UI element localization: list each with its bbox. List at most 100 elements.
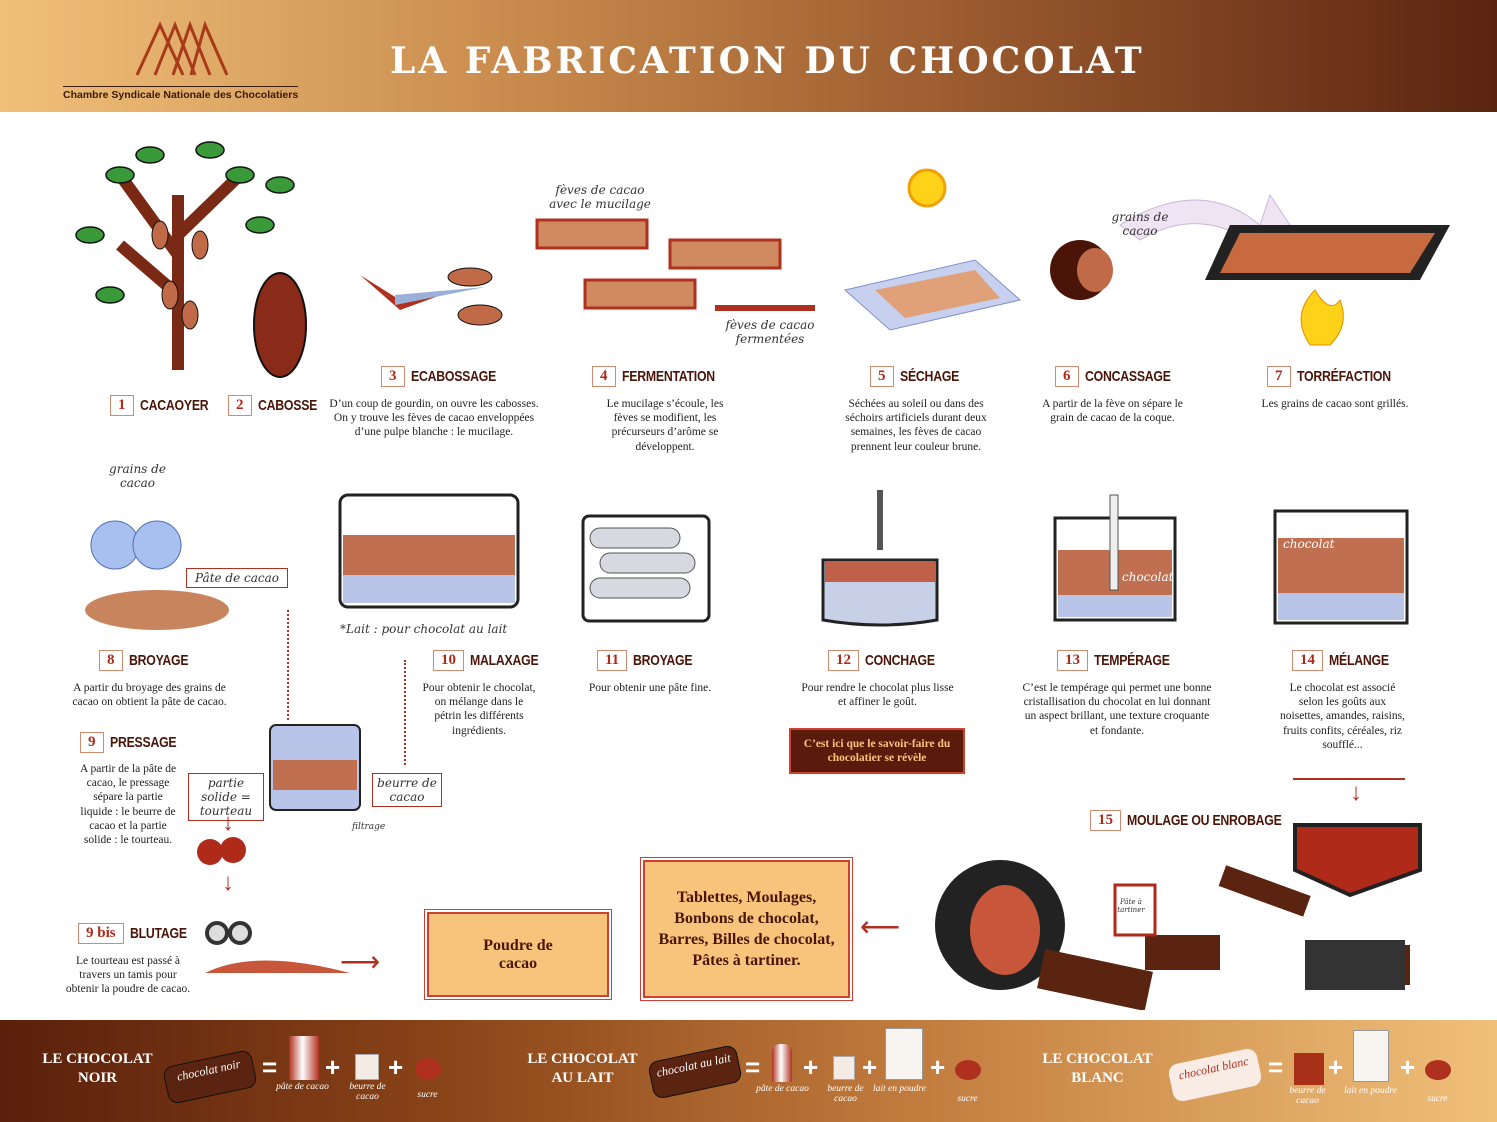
beurre-de-cacao-icon	[355, 1054, 379, 1080]
annotation-pate-a-tartiner: Pâte à tartiner	[1117, 898, 1145, 914]
header-banner: Chambre Syndicale Nationale des Chocolat…	[0, 0, 1497, 112]
annotation-chocolat: chocolat	[1283, 537, 1335, 551]
annotation-beurre-de-cacao: beurre de cacao	[372, 773, 442, 807]
step-8-description: A partir du broyage des grains de cacao …	[72, 682, 227, 709]
arrow-right-icon: ⟶	[340, 947, 381, 978]
malaxage-tank-icon	[338, 493, 520, 609]
annotation-grains-cacao: grains de cacao	[109, 462, 166, 490]
savoir-faire-callout: C’est ici que le savoir-faire du chocola…	[789, 728, 965, 774]
recipe-noir-title: LE CHOCOLAT NOIR	[42, 1051, 153, 1086]
step-3-description: D’un coup de gourdin, on ouvre les cabos…	[329, 398, 539, 439]
ingredient-label: sucre	[417, 1090, 438, 1100]
step-5-description: Séchées au soleil ou dans des séchoirs a…	[845, 398, 987, 453]
step-9bis-description: Le tourteau est passé à travers un tamis…	[65, 955, 191, 996]
annotation-feves-mucilage: fèves de cacao avec le mucilage	[549, 183, 651, 211]
plus-sign: +	[1400, 1052, 1416, 1082]
melange-tank-icon	[1273, 509, 1409, 625]
plus-sign: +	[803, 1052, 819, 1082]
ingredient-label: lait en poudre	[1344, 1086, 1397, 1096]
lait-en-poudre-icon	[885, 1028, 923, 1080]
footer-recipes: LE CHOCOLAT NOIR chocolat noir = + + pât…	[0, 1020, 1497, 1122]
ingredient-label: beurre de cacao	[349, 1082, 386, 1102]
annotation-chocolat: chocolat	[1122, 570, 1174, 584]
fermentation-trays-icon	[535, 218, 815, 311]
sucre-icon	[955, 1060, 981, 1080]
organization-name: Chambre Syndicale Nationale des Chocolat…	[63, 86, 299, 101]
sun-drying-icon	[843, 168, 1022, 331]
poudre-de-cacao-box: Poudre de cacao	[424, 909, 612, 1000]
step-12-description: Pour rendre le chocolat plus lisse et af…	[801, 682, 954, 709]
sieve-icon	[205, 921, 350, 973]
plus-sign: +	[325, 1052, 341, 1082]
page-title: LA FABRICATION DU CHOCOLAT	[390, 40, 1145, 82]
chocolate-bar-noir: chocolat noir	[162, 1049, 258, 1105]
pate-de-cacao-icon	[772, 1044, 792, 1082]
arrow-down-icon: ↓	[222, 870, 234, 896]
step-9-description: A partir de la pâte de cacao, le pressag…	[79, 763, 177, 847]
equals-sign: =	[745, 1052, 761, 1082]
annotation-malaxage-ingredients: pâte de cacao beurre de cacao lait* en p…	[350, 505, 506, 527]
tourteau-icon	[197, 837, 246, 865]
roller-mill-icon	[581, 514, 711, 623]
pate-de-cacao-icon	[289, 1036, 319, 1080]
arrow-down-icon: ↓	[222, 810, 234, 836]
lait-en-poudre-icon	[1353, 1030, 1389, 1082]
ingredient-label: pâte de cacao	[756, 1084, 809, 1094]
annotation-feves-fermentees: fèves de cacao fermentées	[725, 318, 815, 346]
annotation-partie-solide: partie solide = tourteau	[188, 773, 264, 821]
step-13-description: C’est le tempérage qui permet une bonne …	[1022, 682, 1212, 737]
grinder-icon	[85, 520, 229, 630]
dotted-arrow-icon	[404, 660, 406, 765]
ingredient-label: sucre	[1427, 1094, 1448, 1104]
press-icon	[269, 724, 361, 811]
step-10-description: Pour obtenir le chocolat, on mélange dan…	[422, 682, 536, 737]
recipe-lait-title: LE CHOCOLAT AU LAIT	[527, 1051, 638, 1086]
ingredient-label: sucre	[957, 1094, 978, 1104]
chocolate-bar-lait: chocolat au lait	[647, 1044, 743, 1100]
ingredient-label: beurre de cacao	[1289, 1086, 1326, 1106]
roasting-icon	[1050, 193, 1450, 346]
molding-products-icon	[935, 823, 1422, 1010]
step-11-description: Pour obtenir une pâte fine.	[588, 682, 712, 694]
knife-pod-icon	[360, 267, 503, 326]
dotted-arrow-icon	[287, 610, 289, 720]
annotation-pate-de-cacao: Pâte de cacao	[186, 568, 288, 588]
beurre-de-cacao-icon	[1294, 1053, 1324, 1085]
plus-sign: +	[388, 1052, 404, 1082]
ingredient-label: beurre de cacao	[827, 1084, 864, 1104]
equals-sign: =	[262, 1052, 278, 1082]
arrow-down-icon: ↓	[1350, 780, 1362, 806]
divider-line	[1293, 778, 1405, 780]
plus-sign: +	[930, 1052, 946, 1082]
step-6-description: A partir de la fève on sépare le grain d…	[1042, 398, 1183, 425]
annotation-filtrage: filtrage	[352, 822, 386, 832]
annotation-grains-cacao: grains de cacao	[1111, 210, 1169, 238]
ingredient-label: lait en poudre	[873, 1084, 926, 1094]
recipe-blanc-title: LE CHOCOLAT BLANC	[1042, 1051, 1153, 1086]
conche-icon	[821, 490, 939, 627]
step-4-description: Le mucilage s’écoule, les fèves se modif…	[606, 398, 724, 453]
logo-icon	[135, 20, 229, 76]
cabosse-icon	[253, 272, 307, 378]
plus-sign: +	[1328, 1052, 1344, 1082]
sucre-icon	[1425, 1060, 1451, 1080]
chocolate-bar-blanc: chocolat blanc	[1167, 1047, 1263, 1103]
step-14-description: Le chocolat est associé selon les goûts …	[1280, 682, 1405, 751]
cacao-tree-illustration	[75, 141, 295, 370]
